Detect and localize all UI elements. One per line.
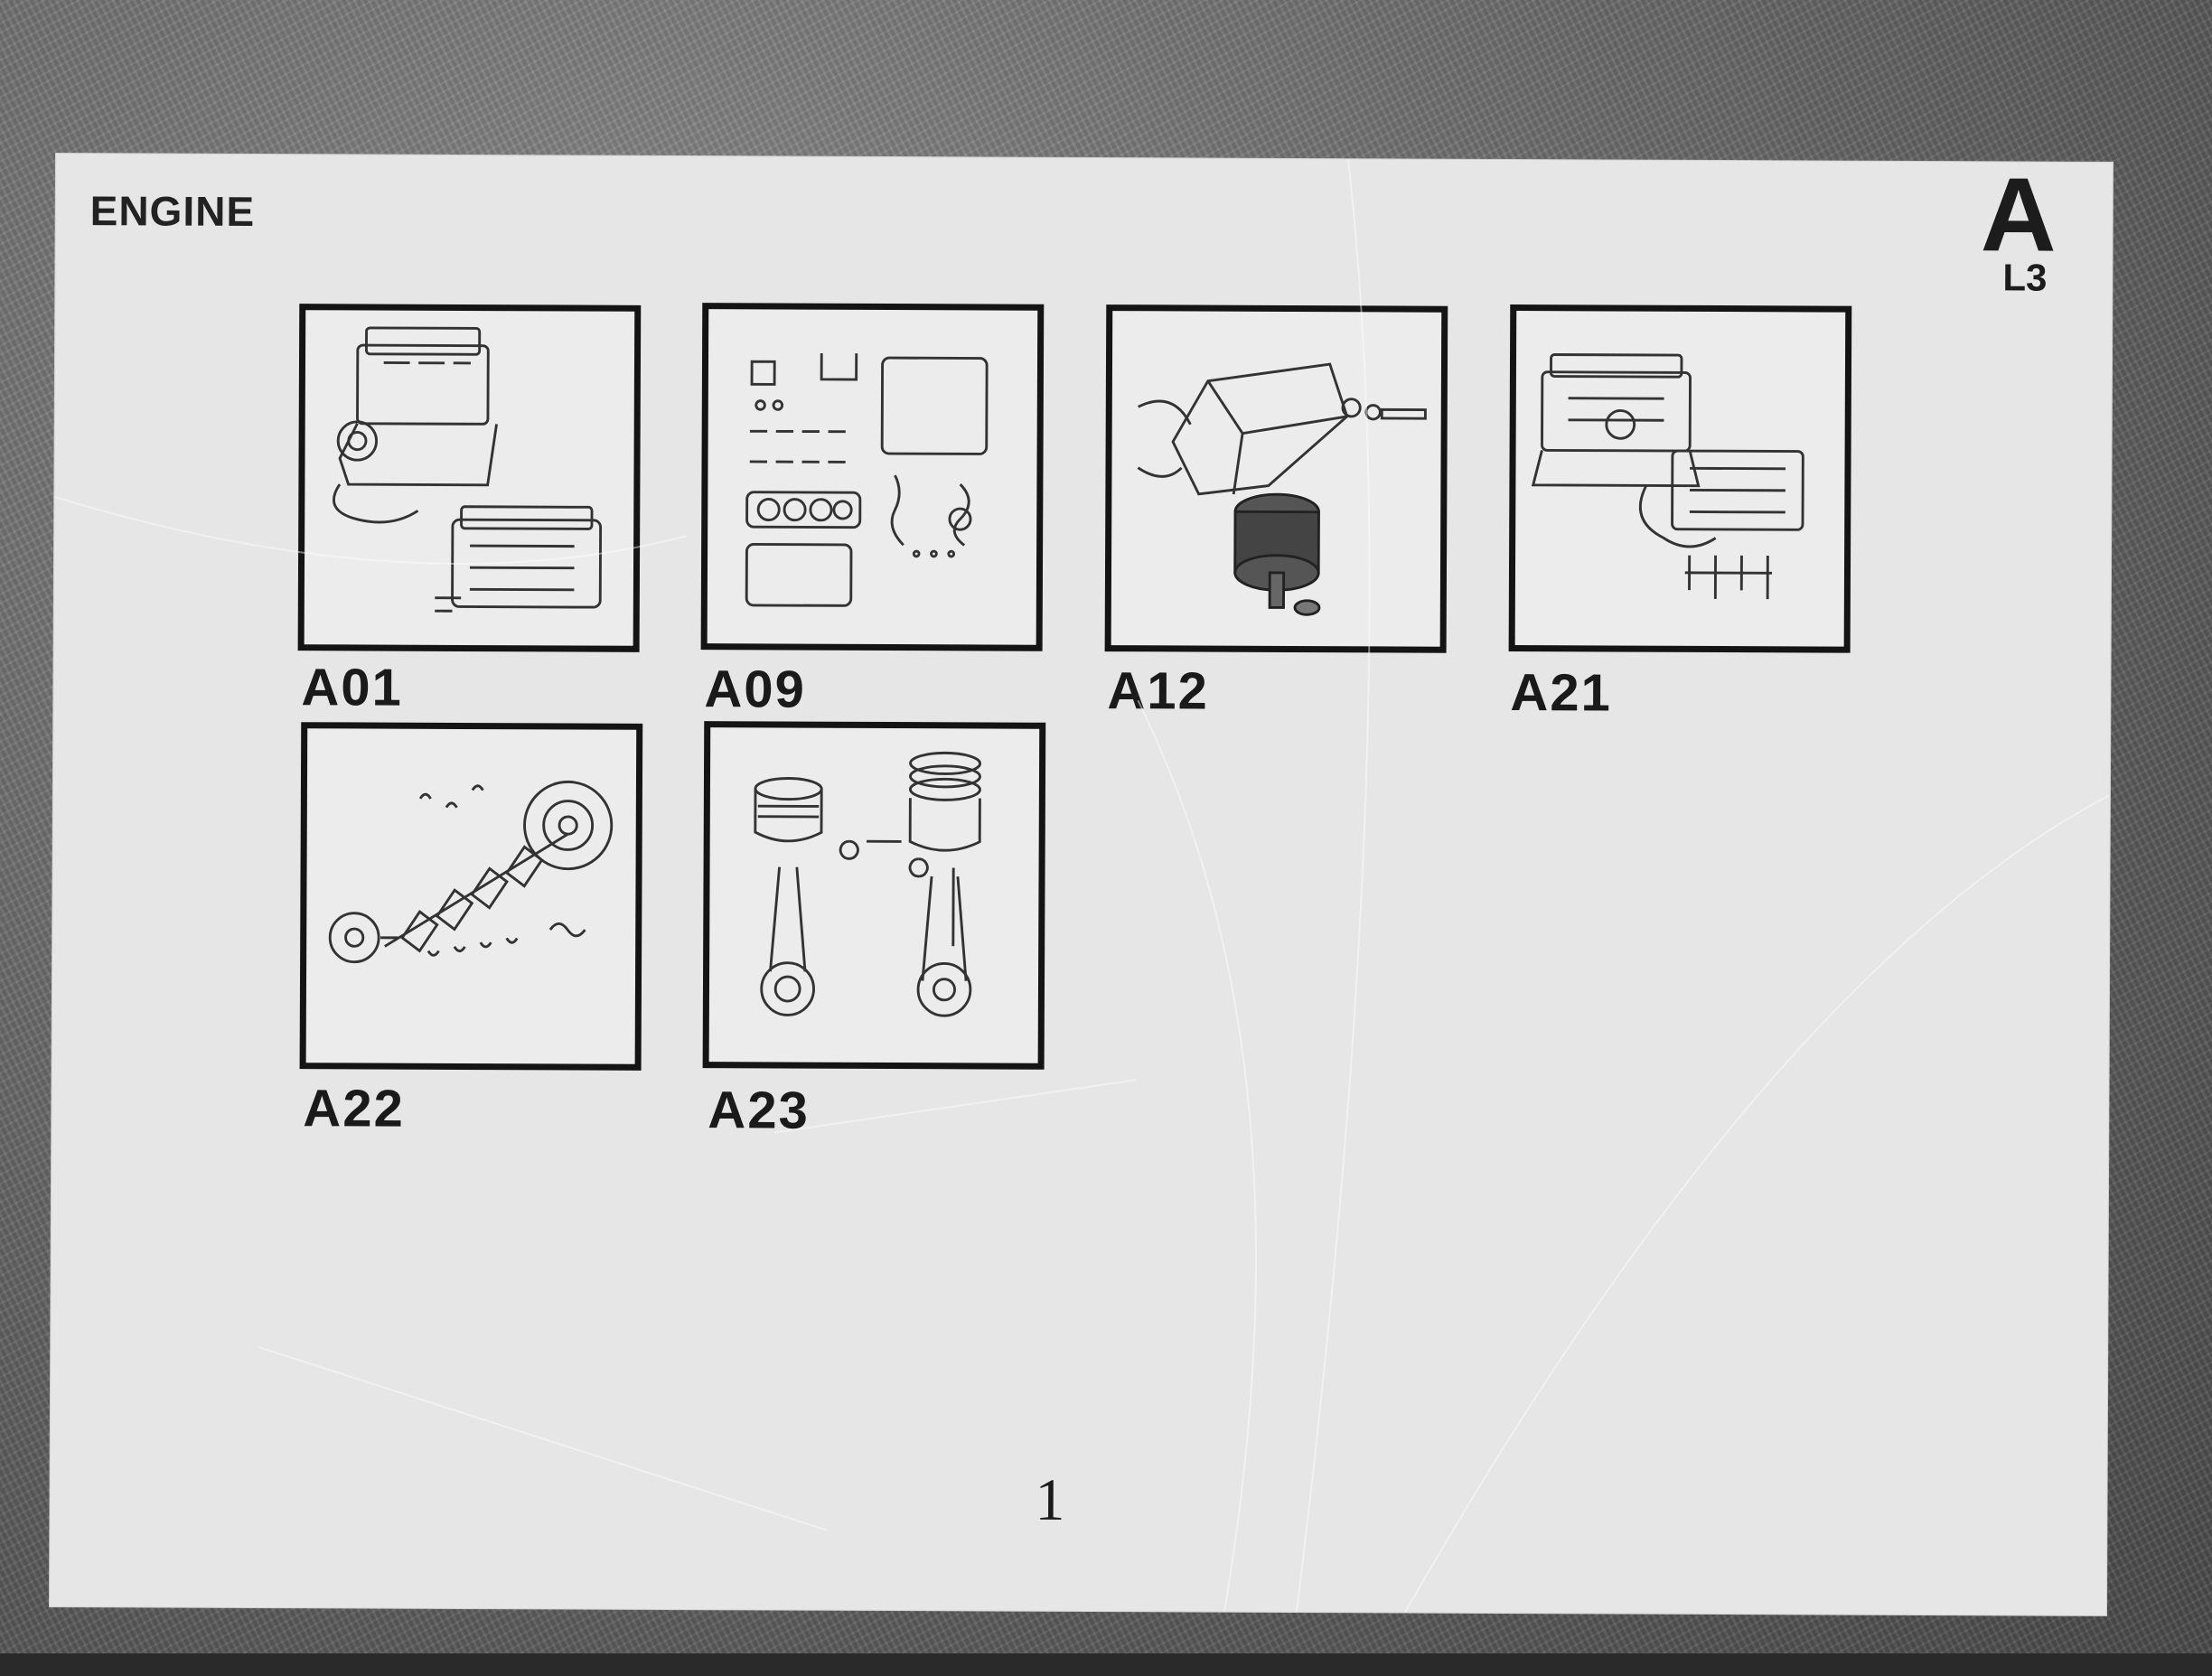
group-code-label: A12: [1107, 661, 1209, 721]
group-code-label: A09: [704, 660, 806, 719]
group-tile-a21[interactable]: [1508, 304, 1852, 653]
group-code-label: A23: [708, 1081, 810, 1140]
scanner-bottom-strip: [0, 1653, 2212, 1676]
section-sub-label: L3: [2002, 256, 2048, 299]
section-letter: A: [1980, 155, 2057, 274]
gasket-set-icon: [745, 352, 989, 607]
engine-assembly-icon: [333, 326, 603, 613]
group-tile-a01[interactable]: [297, 304, 642, 652]
group-code-label: A01: [301, 658, 403, 717]
cylinder-block-icon: [1531, 353, 1804, 600]
crankshaft-icon: [328, 780, 614, 964]
group-tile-a22[interactable]: [299, 722, 643, 1071]
section-title: ENGINE: [89, 187, 256, 235]
page-number: 1: [1035, 1466, 1065, 1533]
piston-conrod-icon: [754, 751, 982, 1017]
parts-catalog-card: ENGINE A L3 A01: [49, 154, 2113, 1615]
group-tile-a12[interactable]: [1104, 304, 1448, 653]
group-tile-a23[interactable]: [702, 721, 1046, 1070]
group-code-label: A22: [303, 1079, 405, 1138]
group-tile-a09[interactable]: [700, 303, 1045, 651]
group-code-label: A21: [1510, 663, 1612, 723]
engine-mount-icon: [1137, 362, 1427, 616]
